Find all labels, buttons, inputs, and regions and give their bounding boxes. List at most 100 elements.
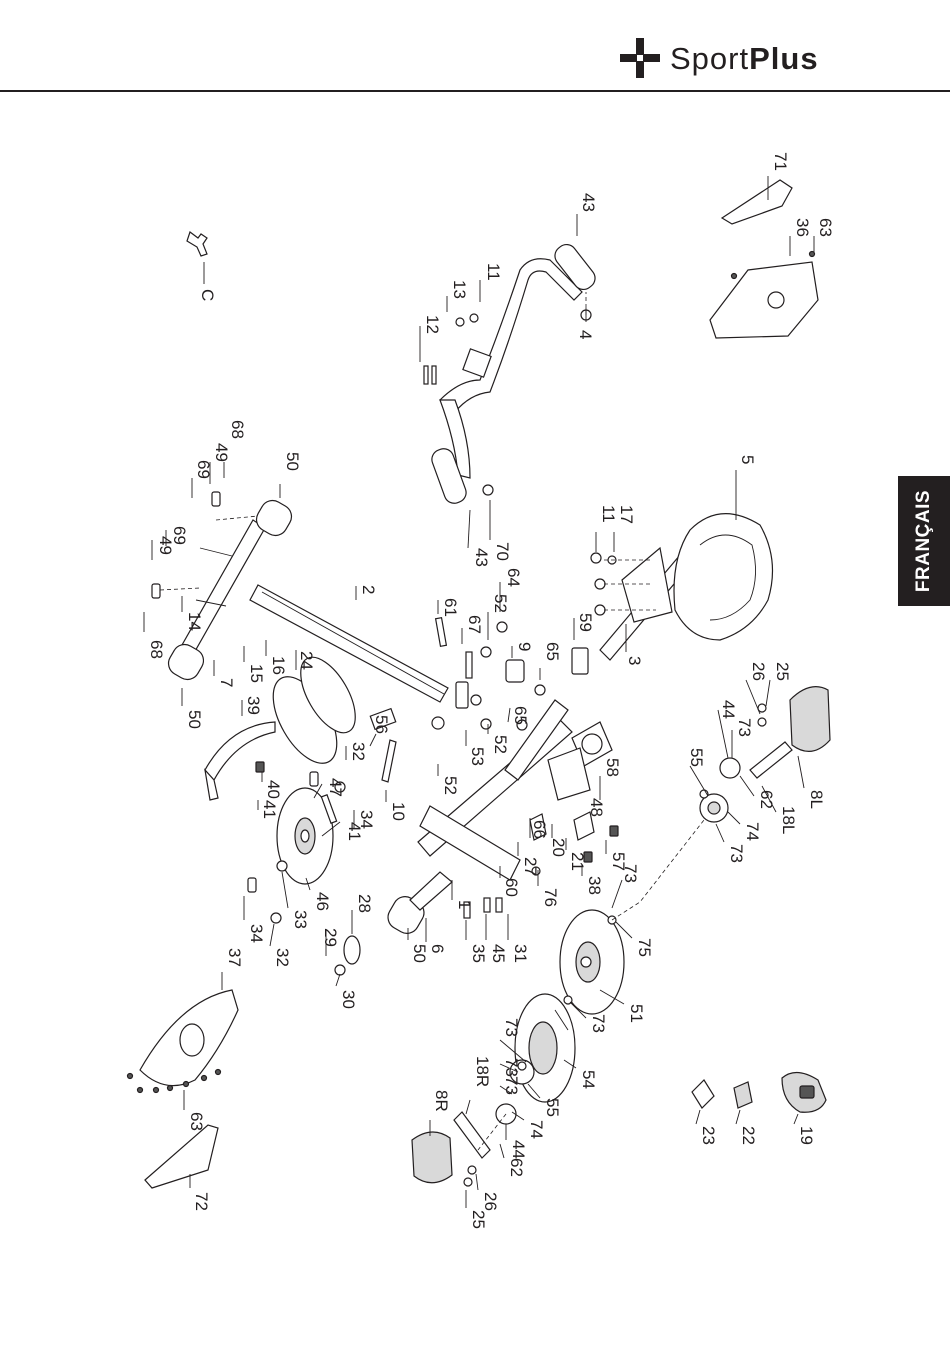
callout-16: 16 [269,656,288,675]
callout-75: 75 [635,938,654,957]
callout-11a: 11 [484,263,503,281]
rear-stabilizer-7-shape [177,519,266,661]
callout-73a: 73 [621,864,640,883]
callout-55a: 55 [687,748,706,767]
bearing-44a-shape [719,757,741,779]
callout-18L: 18L [779,806,798,834]
callout-69b: 69 [170,526,189,545]
crank-18L-shape [749,741,793,779]
cross-logo-icon [620,38,660,78]
stabilizer-6-shape [409,871,453,911]
callout-64: 64 [504,568,523,587]
spring-53-shape [455,681,469,709]
callout-68b: 68 [147,640,166,659]
callout-13: 13 [450,280,469,299]
callout-38: 38 [585,876,604,895]
callout-49a: 49 [212,443,231,462]
callout-52c: 52 [491,735,510,754]
callout-59: 59 [576,613,595,632]
callout-35: 35 [469,944,488,963]
brand-logo: SportPlus [618,36,819,80]
callout-18R: 18R [473,1056,492,1087]
callout-55b: 55 [543,1098,562,1117]
callout-73b: 73 [589,1014,608,1033]
callout-5: 5 [738,455,757,464]
seat-bracket-shape [621,546,673,623]
belt-24b-shape [300,656,356,734]
end-cap-50a-shape [255,499,293,537]
callout-68a: 68 [228,420,247,439]
callout-32b: 32 [273,948,292,967]
callout-1: 1 [455,900,474,909]
callout-26b: 26 [481,1192,500,1211]
callout-71: 71 [771,152,790,171]
callout-52b: 52 [441,776,460,795]
callout-74a: 74 [743,822,762,841]
cover-71-shape [720,179,793,225]
callout-69a: 69 [194,460,213,479]
wrench-c-shape [186,231,208,257]
callout-29: 29 [321,928,340,947]
callout-66: 66 [530,820,549,839]
bushing-59-shape [571,647,589,675]
callout-14: 14 [185,612,204,631]
pedal-8L-shape [789,686,831,752]
pedal-8R-shape [411,1131,453,1184]
seat-5-shape [673,513,774,641]
knob-9-shape [505,659,525,683]
callout-15: 15 [247,664,266,683]
callout-76: 76 [541,888,560,907]
sensor-22-shape [733,1081,753,1109]
callout-46: 46 [313,892,332,911]
callout-23: 23 [699,1126,718,1145]
callout-labels: C 43 11 13 12 4 71 36 63 5 11 17 3 70 43… [147,152,835,1229]
callout-65b: 65 [511,706,530,725]
callout-73d: 73 [502,1058,521,1077]
callout-53: 53 [468,747,487,766]
callout-25a: 25 [773,662,792,681]
callout-17: 17 [617,505,636,524]
frame-plate-shape [419,805,521,881]
callout-70: 70 [493,542,512,561]
callout-C: C [198,289,217,301]
callout-7: 7 [217,678,236,687]
crank-18R-shape [453,1111,491,1159]
callout-44b: 44 [509,1140,528,1159]
brand-suffix: Plus [749,40,819,76]
part-20-shape [529,813,547,841]
callout-44a: 44 [719,700,738,719]
callout-20: 20 [549,838,568,857]
callout-8L: 8L [807,790,826,809]
callout-72: 72 [192,1192,211,1211]
leader-lines [143,176,815,1208]
callout-73-lower: 73 [727,844,746,863]
end-cap-50b-shape [167,643,205,681]
callout-6: 6 [428,944,447,953]
callout-3: 3 [625,656,644,665]
callout-62a: 62 [757,790,776,809]
callout-26a: 26 [749,662,768,681]
callout-31: 31 [511,944,530,963]
callout-67: 67 [465,615,484,634]
callout-48: 48 [587,798,606,817]
callout-63a: 63 [816,218,835,237]
bracket-48-shape [547,747,591,801]
callout-65a: 65 [543,642,562,661]
callout-19: 19 [797,1126,816,1145]
callout-41b: 41 [345,822,364,841]
guard-39-shape [204,721,276,782]
handlebar-post-shape [504,699,569,781]
callout-21: 21 [568,852,587,871]
callout-22: 22 [739,1126,758,1145]
pad-23-shape [691,1079,715,1109]
callout-63b: 63 [187,1112,206,1131]
callout-2: 2 [359,585,378,594]
cover-72-shape [144,1124,219,1189]
callout-37: 37 [225,948,244,967]
callout-57: 57 [609,852,628,871]
frame-2-shape [249,584,449,703]
callout-51: 51 [627,1004,646,1023]
idler-28-shape [343,935,361,965]
callout-43a: 43 [579,193,598,212]
callout-36: 36 [793,218,812,237]
